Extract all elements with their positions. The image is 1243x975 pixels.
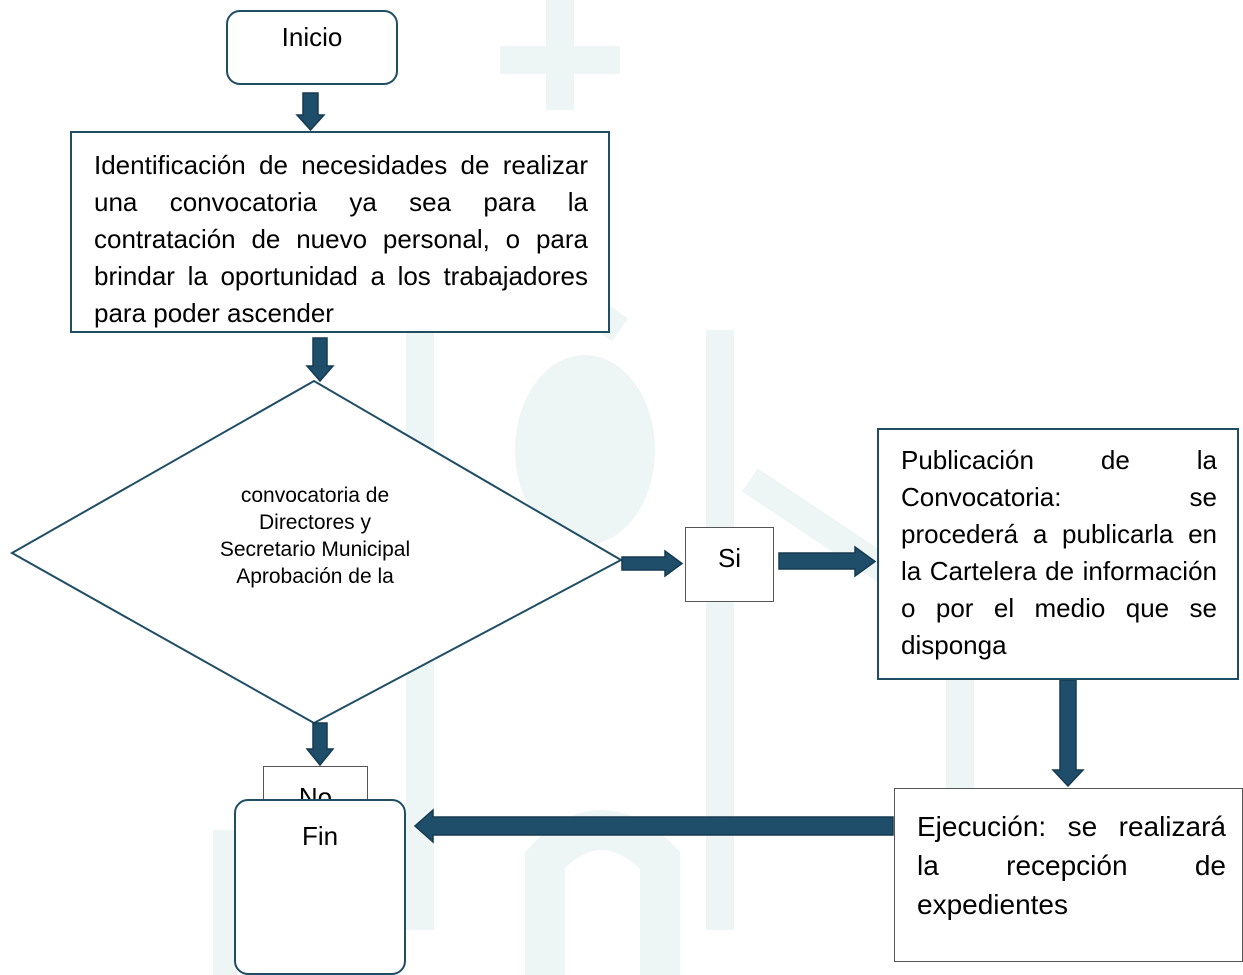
arrow-yes-to-publish — [778, 545, 877, 578]
execute-text: Ejecución: se realizará la recepción de … — [917, 811, 1226, 920]
end-label: Fin — [301, 821, 339, 851]
publish-box: Publicación de la Convocatoria: se proce… — [877, 428, 1239, 680]
step1-identification-box: Identificación de necesidades de realiza… — [70, 131, 610, 333]
end-node: Fin — [234, 799, 406, 975]
start-node: Inicio — [226, 10, 398, 85]
decision-line-1: convocatoria de — [240, 484, 390, 507]
yes-label: Si — [717, 543, 742, 573]
step1-text: Identificación de necesidades de realiza… — [94, 150, 588, 328]
decision-line-3: Secretario Municipal — [219, 538, 411, 561]
arrow-publish-to-execute — [1051, 679, 1085, 788]
arrow-step1-to-decision — [305, 337, 335, 383]
yes-box: Si — [685, 527, 774, 602]
start-label: Inicio — [281, 22, 343, 52]
publish-text: Publicación de la Convocatoria: se proce… — [901, 445, 1217, 660]
arrow-decision-to-no — [305, 722, 335, 767]
decision-line-2: Directores y — [258, 511, 372, 534]
arrow-execute-to-end — [413, 808, 894, 844]
arrow-start-to-step1 — [295, 92, 326, 132]
execute-box: Ejecución: se realizará la recepción de … — [894, 788, 1243, 962]
arrow-decision-to-yes — [621, 549, 684, 578]
decision-line-4: Aprobación de la — [236, 565, 394, 588]
